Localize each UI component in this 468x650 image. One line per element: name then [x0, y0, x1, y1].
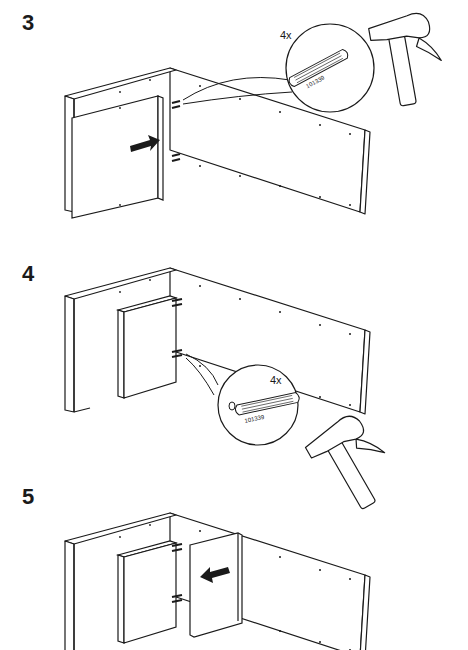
step-4-figure — [65, 268, 404, 519]
step-number: 4 — [22, 263, 34, 285]
step-number: 5 — [22, 486, 34, 508]
quantity-label: 4x — [280, 30, 292, 41]
step-3-figure — [65, 10, 448, 218]
step-number: 3 — [22, 12, 34, 34]
step-5-figure — [65, 513, 370, 650]
quantity-label: 4x — [270, 375, 282, 386]
